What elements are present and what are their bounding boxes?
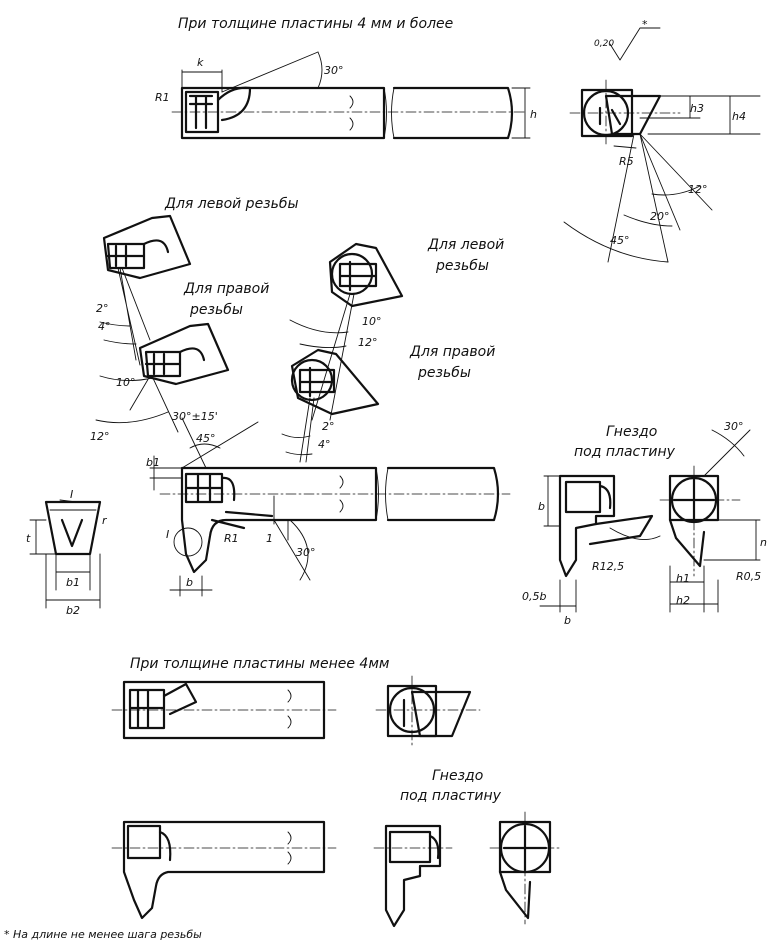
caption-right-thread-1-line1: Для правой (183, 281, 269, 297)
dim-angle-2-a: 2° (96, 302, 109, 315)
dim-angle-4-b: 4° (318, 438, 331, 451)
dim-h: h (530, 108, 537, 121)
dim-k: k (197, 56, 204, 69)
dim-angle-12-a: 12° (90, 430, 110, 443)
dim-b1-mid: b1 (146, 456, 160, 469)
caption-socket-1-line1: Гнездо (606, 424, 657, 440)
dim-h2: h2 (676, 594, 690, 607)
dim-i-label-1: I (70, 488, 73, 501)
dim-b-bottom: b (564, 614, 571, 627)
dim-angle-45: 45° (610, 234, 630, 247)
left-thread-view-2 (289, 242, 404, 421)
dim-r12-5: R12,5 (592, 560, 624, 573)
section-I (29, 499, 102, 609)
middle-cutter-end-view (539, 474, 661, 613)
dim-r5: R5 (619, 155, 634, 168)
caption-right-thread-2-line2: резьбы (417, 365, 471, 381)
top-cutter-end-view (563, 27, 761, 263)
dim-r1-mid: R1 (224, 532, 239, 545)
dim-angle-2-b: 2° (322, 420, 335, 433)
dim-r1-top: R1 (155, 91, 170, 104)
thin-plate-side-view (111, 680, 337, 740)
dim-angle-30-mid: 30° (296, 546, 316, 559)
caption-left-thread-2-line2: резьбы (435, 258, 489, 274)
caption-socket-2-line2: под пластину (400, 788, 502, 804)
caption-right-thread-2-line1: Для правой (409, 344, 495, 360)
dim-angle-30-top: 30° (324, 64, 344, 77)
dim-angle-45-mid: 45° (196, 432, 216, 445)
dim-angle-20: 20° (650, 210, 670, 223)
bottom-socket-end-view (373, 824, 453, 928)
dim-t: t (26, 532, 31, 545)
dim-half-b: 0,5b (522, 590, 546, 603)
dim-h1: h1 (676, 572, 690, 585)
dim-star: * (642, 18, 648, 31)
caption-left-thread-2-line1: Для левой (427, 237, 504, 253)
footnote: * На длине не менее шага резьбы (4, 928, 202, 941)
dim-angle-10-b: 10° (362, 315, 382, 328)
bottom-socket-side-view (111, 820, 337, 920)
dim-angle-30-15: 30°±15' (172, 410, 218, 423)
dim-b-mid: b (186, 576, 193, 589)
dim-angle-12-b: 12° (358, 336, 378, 349)
caption-thick-plate: При толщине пластины 4 мм и более (178, 16, 453, 32)
dim-r: r (102, 514, 108, 527)
dim-angle-10-a: 10° (116, 376, 136, 389)
dim-h3: h3 (690, 102, 704, 115)
right-thread-view-2 (281, 348, 380, 463)
dim-b2-section: b2 (66, 604, 80, 617)
dim-h4: h4 (732, 110, 746, 123)
dim-n: n (760, 536, 767, 549)
socket-end-view (659, 429, 761, 613)
bottom-socket-circle-view (489, 811, 561, 925)
dim-angle-30-socket: 30° (724, 420, 744, 433)
left-thread-view-1 (102, 214, 192, 366)
top-cutter-side-view (171, 51, 531, 140)
right-thread-view-1 (95, 321, 230, 433)
dim-r0-5: R0,5 (736, 570, 761, 583)
dim-roughness: 0,20 (594, 39, 614, 49)
dim-i-label-2: I (166, 528, 169, 541)
dim-b-end: b (538, 500, 545, 513)
dim-b1-section: b1 (66, 576, 80, 589)
caption-socket-2-line1: Гнездо (432, 768, 483, 784)
caption-right-thread-1-line2: резьбы (189, 302, 243, 318)
thin-plate-end-view (375, 675, 481, 747)
middle-cutter-side-view (149, 417, 511, 597)
caption-socket-1-line2: под пластину (574, 444, 676, 460)
dim-angle-12: 12° (688, 183, 708, 196)
dim-one: 1 (266, 532, 273, 545)
caption-left-thread-1: Для левой резьбы (164, 196, 299, 212)
caption-thin-plate: При толщине пластины менее 4мм (130, 656, 390, 672)
